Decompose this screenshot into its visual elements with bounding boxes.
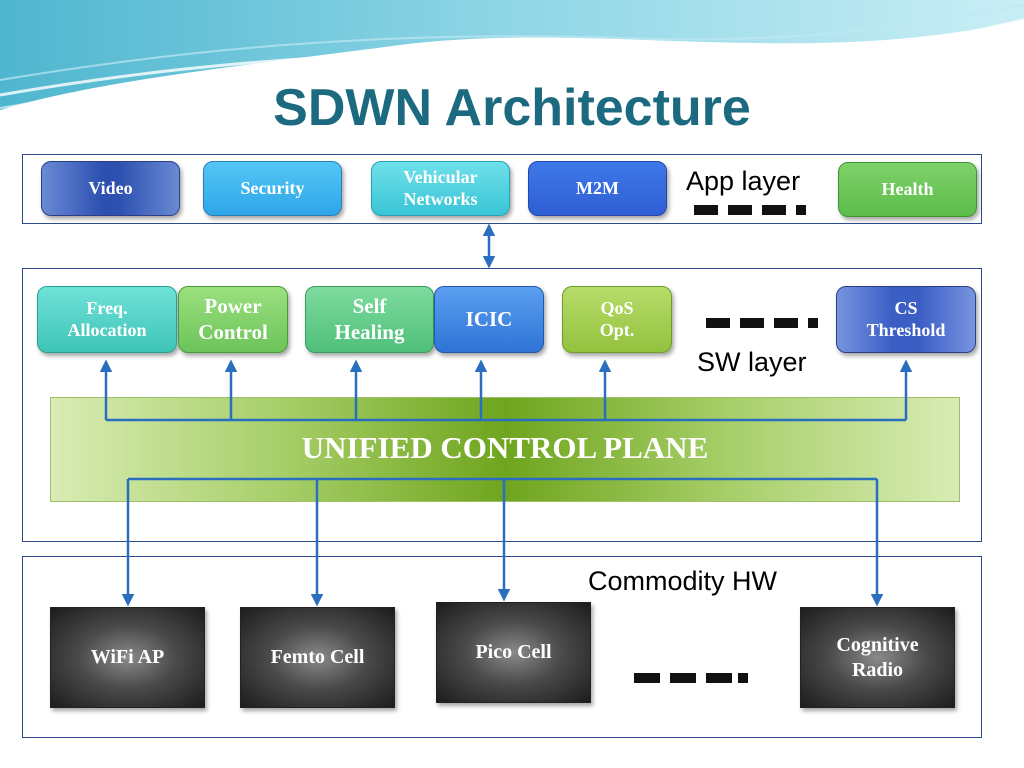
app-security-button[interactable]: Security xyxy=(203,161,342,216)
module-self-healing-button[interactable]: Self Healing xyxy=(305,286,434,353)
sw-layer-ellipsis-dot xyxy=(808,318,818,328)
app-layer-ellipsis-dash xyxy=(694,205,718,215)
control-plane-label: UNIFIED CONTROL PLANE xyxy=(301,430,709,465)
module-qos-opt-button[interactable]: QoS Opt. xyxy=(562,286,672,353)
sw-layer-ellipsis-dash xyxy=(774,318,798,328)
hw-layer-ellipsis-dash xyxy=(670,673,696,683)
app-m2m-button[interactable]: M2M xyxy=(528,161,667,216)
app-layer-ellipsis-dash xyxy=(728,205,752,215)
app-video-button[interactable]: Video xyxy=(41,161,180,216)
hw-layer-label: Commodity HW xyxy=(588,566,778,596)
device-cognitive-radio[interactable]: Cognitive Radio xyxy=(800,607,955,708)
device-wifi-ap[interactable]: WiFi AP xyxy=(50,607,205,708)
device-pico-cell[interactable]: Pico Cell xyxy=(436,602,591,703)
hw-layer-ellipsis-dot xyxy=(738,673,748,683)
app-layer-label: App layer xyxy=(686,166,801,196)
module-icic-button[interactable]: ICIC xyxy=(434,286,544,353)
module-cs-threshold-button[interactable]: CS Threshold xyxy=(836,286,976,353)
app-vehicular-networks-button[interactable]: Vehicular Networks xyxy=(371,161,510,216)
app-health-button[interactable]: Health xyxy=(838,162,977,217)
hw-layer-ellipsis-dash xyxy=(706,673,732,683)
sw-layer-label: SW layer xyxy=(697,347,807,377)
module-freq-allocation-button[interactable]: Freq. Allocation xyxy=(37,286,177,353)
app-layer-ellipsis-dash xyxy=(762,205,786,215)
device-femto-cell[interactable]: Femto Cell xyxy=(240,607,395,708)
sw-layer-ellipsis-dash xyxy=(706,318,730,328)
module-power-control-button[interactable]: Power Control xyxy=(178,286,288,353)
hw-layer-ellipsis-dash xyxy=(634,673,660,683)
page-title: SDWN Architecture xyxy=(273,79,751,137)
header-wave-decoration xyxy=(0,0,1024,110)
app-layer-ellipsis-dot xyxy=(796,205,806,215)
sw-layer-ellipsis-dash xyxy=(740,318,764,328)
